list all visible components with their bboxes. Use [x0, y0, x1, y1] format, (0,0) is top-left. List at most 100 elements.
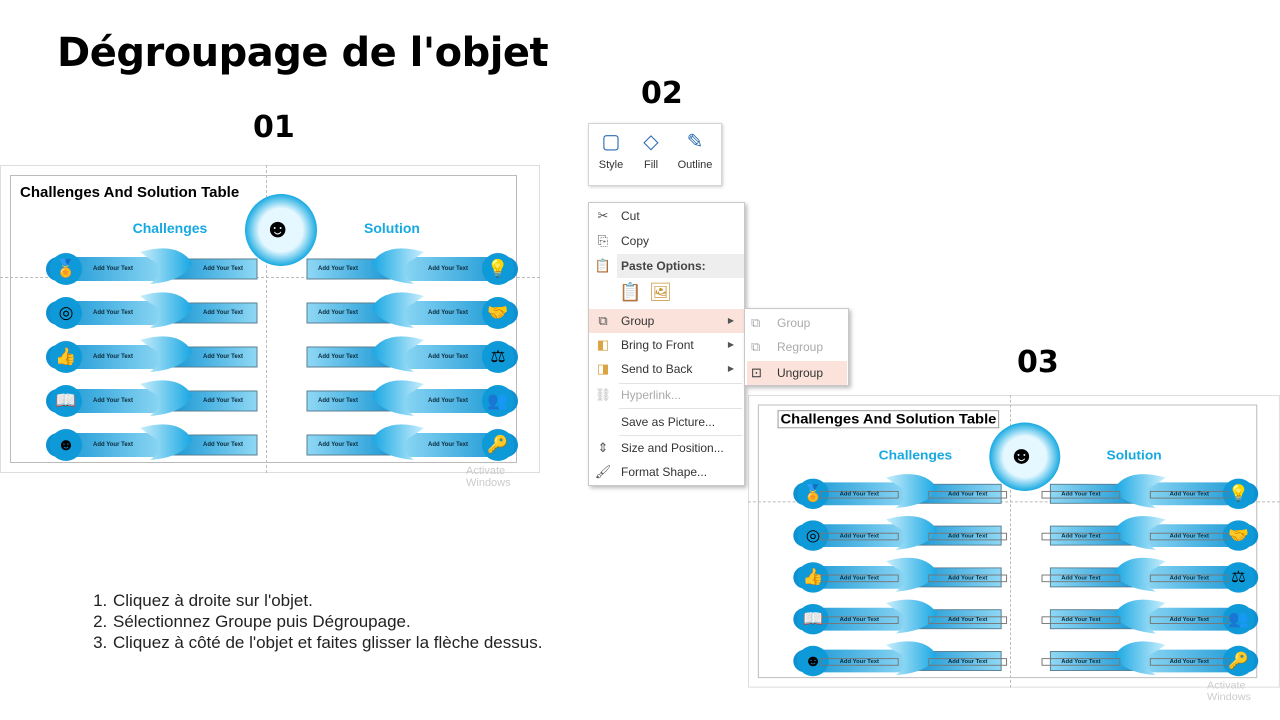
challenge-row-shape — [46, 292, 258, 329]
shape-format-mini-toolbar: ▢Style ◇Fill ✎ Outline — [588, 123, 722, 186]
row-text[interactable]: Add Your Text — [928, 658, 1008, 666]
challenge-row-shape — [793, 474, 1002, 509]
submenu-arrow-icon: ▶ — [727, 316, 734, 325]
row-text[interactable]: Add Your Text — [427, 266, 468, 272]
paste-keep-formatting-icon[interactable]: 📋 — [619, 282, 642, 302]
ungroup-icon: ⊡ — [751, 365, 762, 380]
challenge-row-shape — [46, 248, 258, 285]
row-text[interactable]: Add Your Text — [1041, 658, 1121, 666]
diagram-shapes — [46, 194, 518, 461]
submenu-item-group[interactable]: ⧉Group — [747, 311, 847, 335]
lightbulb-icon: 💡 — [487, 259, 509, 278]
instruction-list: Cliquez à droite sur l'objet. Sélectionn… — [76, 590, 576, 653]
row-text[interactable]: Add Your Text — [1149, 658, 1229, 666]
row-text[interactable]: Add Your Text — [819, 574, 899, 583]
row-text[interactable]: Add Your Text — [928, 532, 1008, 541]
outline-label: Outline — [677, 159, 713, 171]
row-text[interactable]: Add Your Text — [1041, 532, 1121, 541]
guide-line — [1010, 395, 1011, 688]
row-text[interactable]: Add Your Text — [427, 442, 468, 448]
row-text[interactable]: Add Your Text — [92, 310, 133, 316]
challenge-row-shape — [46, 424, 258, 461]
row-text[interactable]: Add Your Text — [202, 354, 243, 360]
row-text[interactable]: Add Your Text — [317, 442, 358, 448]
fill-button[interactable]: ◇Fill — [629, 129, 673, 171]
row-text[interactable]: Add Your Text — [92, 266, 133, 272]
menu-item-size-and-position[interactable]: ⇕Size and Position... — [589, 436, 744, 460]
submenu-arrow-icon: ▶ — [727, 364, 734, 373]
outline-button[interactable]: ✎ Outline — [673, 129, 717, 171]
row-text[interactable]: Add Your Text — [1149, 490, 1229, 499]
row-text[interactable]: Add Your Text — [92, 398, 133, 404]
menu-item-cut[interactable]: ✂Cut — [589, 204, 744, 228]
activate-windows-watermark: Activate Windows — [466, 465, 511, 489]
row-text[interactable]: Add Your Text — [202, 442, 243, 448]
menu-item-format-shape[interactable]: 🖌Format Shape... — [589, 460, 744, 484]
row-text[interactable]: Add Your Text — [317, 310, 358, 316]
cut-label: Cut — [621, 209, 640, 223]
row-text[interactable]: Add Your Text — [92, 354, 133, 360]
row-text[interactable]: Add Your Text — [1149, 532, 1229, 541]
row-text[interactable]: Add Your Text — [1041, 616, 1121, 624]
row-text[interactable]: Add Your Text — [1149, 574, 1229, 583]
row-text[interactable]: Add Your Text — [819, 490, 899, 499]
row-text[interactable]: Add Your Text — [92, 442, 133, 448]
menu-item-hyperlink[interactable]: ⛓Hyperlink... — [589, 383, 744, 407]
row-text[interactable]: Add Your Text — [819, 658, 899, 666]
paste-options-header: 📋Paste Options: — [589, 254, 744, 278]
style-button[interactable]: ▢Style — [589, 129, 633, 171]
group-label: Group — [777, 316, 811, 330]
row-text[interactable]: Add Your Text — [202, 266, 243, 272]
row-text[interactable]: Add Your Text — [317, 354, 358, 360]
row-text[interactable]: Add Your Text — [317, 266, 358, 272]
row-text[interactable]: Add Your Text — [427, 354, 468, 360]
paste-as-picture-icon[interactable]: 🖼 — [649, 282, 672, 302]
challenge-row-shape — [46, 380, 258, 417]
menu-item-copy[interactable]: ⎘Copy — [589, 229, 744, 253]
row-text[interactable]: Add Your Text — [1149, 616, 1229, 624]
ungroup-label: Ungroup — [777, 366, 824, 380]
menu-item-group[interactable]: ⧉Group▶ — [589, 309, 744, 333]
pencil-outline-icon: ✎ — [686, 131, 704, 153]
row-text[interactable]: Add Your Text — [427, 310, 468, 316]
handshake-icon: 🤝 — [487, 303, 509, 322]
bring-to-front-icon: ◧ — [596, 337, 610, 352]
group-label: Group — [621, 314, 655, 328]
submenu-item-regroup[interactable]: ⧉ Regroup — [747, 335, 847, 359]
row-text[interactable]: Add Your Text — [819, 616, 899, 624]
send-to-back-icon: ◨ — [596, 361, 610, 376]
diagram-title: Challenges And Solution Table — [777, 410, 1000, 429]
row-text[interactable]: Add Your Text — [1041, 490, 1121, 499]
regroup-label: Regroup — [777, 340, 824, 354]
challenges-header: Challenges — [878, 447, 953, 463]
thumbs-up-icon: 👍 — [55, 347, 77, 366]
row-text[interactable]: Add Your Text — [202, 398, 243, 404]
size-position-icon: ⇕ — [597, 440, 609, 455]
submenu-item-ungroup[interactable]: ⊡ Ungroup — [747, 361, 847, 385]
solution-row-shape — [306, 336, 518, 373]
row-text[interactable]: Add Your Text — [427, 398, 468, 404]
menu-item-send-to-back[interactable]: ◨Send to Back▶ — [589, 357, 744, 381]
diagram-title: Challenges And Solution Table — [20, 184, 240, 201]
row-text[interactable]: Add Your Text — [317, 398, 358, 404]
selection-frame — [757, 404, 1258, 679]
row-text[interactable]: Add Your Text — [928, 574, 1008, 583]
menu-item-save-as-picture[interactable]: Save as Picture... — [589, 410, 744, 434]
row-text[interactable]: Add Your Text — [928, 490, 1008, 499]
row-text[interactable]: Add Your Text — [1041, 574, 1121, 583]
team-icon: 👥 — [1228, 609, 1249, 628]
submenu-arrow-icon: ▶ — [727, 340, 734, 349]
solution-header: Solution — [1106, 447, 1162, 463]
team-icon: 👥 — [487, 391, 509, 410]
row-text[interactable]: Add Your Text — [928, 616, 1008, 624]
menu-item-bring-to-front[interactable]: ◧Bring to Front▶ — [589, 333, 744, 357]
book-check-icon: 📖 — [55, 391, 77, 410]
row-text[interactable]: Add Your Text — [819, 532, 899, 541]
row-text[interactable]: Add Your Text — [202, 310, 243, 316]
regroup-icon: ⧉ — [751, 339, 761, 354]
copy-label: Copy — [621, 234, 650, 248]
solution-row-shape — [1049, 557, 1259, 593]
step-number-1: 01 — [253, 110, 295, 145]
